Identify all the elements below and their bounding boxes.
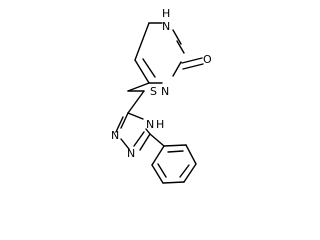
bond [115, 116, 124, 133]
bond [151, 164, 164, 184]
bond [179, 164, 190, 178]
molecule-structure: N H O N S N N N H [111, 7, 212, 184]
bond [120, 112, 129, 129]
hydrogen-label: H [162, 7, 170, 20]
nitrogen-label: N [127, 147, 135, 160]
triazole-ring [115, 112, 151, 151]
bond [142, 58, 156, 78]
bond [145, 128, 151, 135]
bond [151, 145, 165, 166]
bond [172, 61, 182, 77]
bond [120, 138, 130, 150]
bond [134, 59, 150, 84]
bond [139, 133, 151, 151]
sulfur-label: S [150, 85, 157, 98]
bond [176, 40, 185, 54]
thioether-linker [127, 82, 150, 114]
phenyl-ring [151, 144, 197, 184]
bond [181, 57, 203, 64]
bond [127, 90, 145, 114]
carbonyl-group [181, 57, 204, 70]
pyrimidinone-ring [134, 22, 185, 84]
bond [185, 144, 197, 165]
bond [172, 29, 182, 45]
bond [183, 163, 197, 183]
bond [134, 22, 150, 61]
bond [127, 82, 150, 92]
nitrogen-label: N [146, 118, 154, 131]
bond [162, 181, 185, 184]
nitrogen-label: N [162, 20, 170, 33]
bond [167, 150, 184, 153]
bond [149, 133, 165, 147]
bond [182, 63, 204, 70]
bond [133, 131, 145, 147]
nitrogen-label: N [161, 85, 169, 98]
nitrogen-label: N [111, 129, 119, 142]
oxygen-label: O [203, 53, 212, 66]
bond [157, 163, 167, 178]
hydrogen-label: H [156, 118, 164, 131]
bond [127, 112, 144, 120]
bond [163, 144, 187, 147]
